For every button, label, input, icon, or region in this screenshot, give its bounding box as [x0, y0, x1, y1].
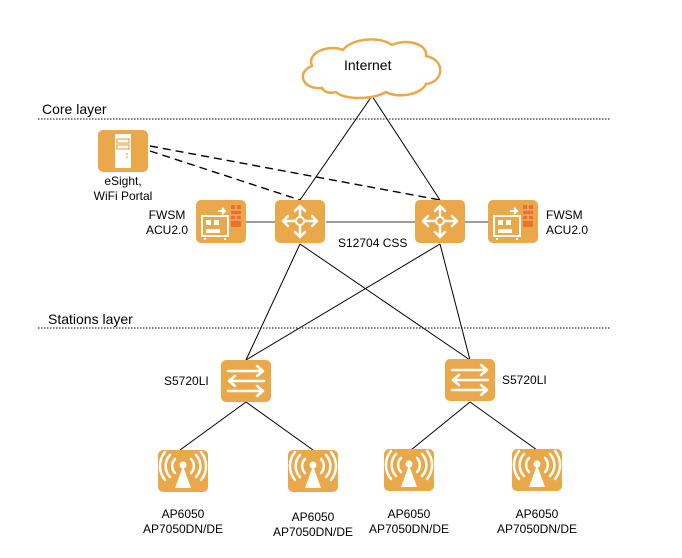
core-switch-right-icon[interactable] — [413, 198, 467, 245]
fwsm-right-label: FWSM ACU2.0 — [546, 208, 588, 238]
fwsm-left-icon[interactable] — [195, 199, 247, 244]
link-access-left-ap2 — [245, 401, 314, 451]
ap-4-label-line1: AP6050 — [515, 507, 559, 521]
fwsm-left-label-line1: FWSM — [148, 208, 186, 222]
ap-2-icon[interactable] — [286, 448, 340, 494]
link-core-right-access-left — [245, 243, 441, 361]
fwsm-left-label-line2: ACU2.0 — [145, 223, 189, 237]
internet-label: Internet — [344, 57, 392, 73]
link-core-left-access-left — [245, 243, 301, 361]
stations-layer-title: Stations layer — [48, 311, 133, 327]
link-esight-core-right — [149, 145, 441, 201]
fwsm-right-label-line1: FWSM — [546, 208, 583, 222]
esight-label-line1: eSight, — [104, 174, 142, 188]
ap-1-icon[interactable] — [156, 448, 210, 494]
esight-server-icon[interactable] — [97, 129, 149, 173]
fwsm-left-label: FWSM ACU2.0 — [142, 208, 192, 238]
internet-cloud-icon — [301, 38, 442, 100]
core-layer-title: Core layer — [42, 101, 107, 117]
link-access-right-ap3 — [410, 401, 471, 451]
access-switch-right-label: S5720LI — [502, 373, 547, 387]
access-switch-right-icon[interactable] — [443, 357, 497, 403]
ap-3-icon[interactable] — [382, 447, 436, 493]
ap-4-icon[interactable] — [510, 447, 564, 493]
ap-2-label-line2: AP7050DN/DE — [272, 525, 354, 539]
ap-3-label: AP6050 AP7050DN/DE — [359, 507, 459, 537]
access-switch-left-icon[interactable] — [219, 358, 273, 404]
fwsm-right-icon[interactable] — [487, 199, 539, 244]
ap-3-label-line2: AP7050DN/DE — [368, 522, 450, 536]
link-access-left-ap1 — [179, 401, 247, 451]
link-core-left-access-right — [299, 243, 471, 361]
link-esight-core-left — [149, 150, 301, 201]
ap-4-label-line2: AP7050DN/DE — [496, 522, 578, 536]
ap-3-label-line1: AP6050 — [387, 507, 431, 521]
esight-label: eSight, WiFi Portal — [88, 174, 158, 204]
link-core-right-access-right — [439, 243, 471, 361]
link-access-right-ap4 — [469, 401, 538, 451]
core-cluster-label: S12704 CSS — [338, 236, 408, 250]
access-switch-left-label: S5720LI — [164, 374, 209, 388]
ap-1-label-line2: AP7050DN/DE — [142, 522, 224, 536]
ap-2-label: AP6050 AP7050DN/DE — [263, 510, 363, 540]
link-internet-core-right — [371, 95, 441, 201]
ap-1-label: AP6050 AP7050DN/DE — [133, 507, 233, 537]
ap-2-label-line1: AP6050 — [291, 510, 335, 524]
esight-label-line2: WiFi Portal — [93, 189, 153, 203]
link-internet-core-left — [299, 95, 373, 201]
fwsm-right-label-line2: ACU2.0 — [546, 223, 589, 237]
core-switch-left-icon[interactable] — [273, 198, 327, 245]
ap-4-label: AP6050 AP7050DN/DE — [487, 507, 587, 537]
links — [149, 95, 538, 451]
ap-1-label-line1: AP6050 — [161, 507, 205, 521]
